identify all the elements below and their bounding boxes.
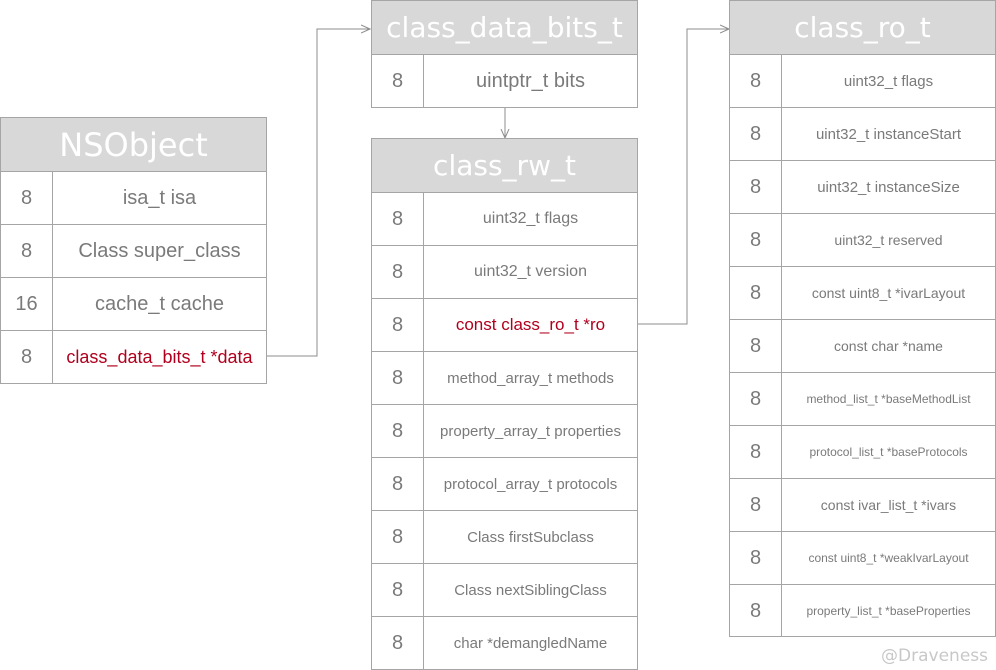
size-cell: 8 [730,426,782,478]
field-cell: property_array_t properties [440,422,621,440]
field-cell: Class super_class [78,239,241,262]
field-cell: property_list_t *baseProperties [806,604,971,618]
size-cell: 8 [372,352,424,404]
class-rw-row: 8 Class firstSubclass [372,511,637,564]
field-cell: uintptr_t bits [476,69,585,92]
size-cell: 8 [730,108,782,160]
class-rw-row: 8 property_array_t properties [372,405,637,458]
class-ro-row: 8 const ivar_list_t *ivars [730,479,995,532]
class-ro-row: 8 uint32_t instanceStart [730,108,995,161]
class-ro-row: 8 protocol_list_t *baseProtocols [730,426,995,479]
size-cell: 8 [730,373,782,425]
class-rw-row: 8 uint32_t version [372,246,637,299]
field-cell: Class firstSubclass [467,528,594,546]
class-ro-box: class_ro_t 8 uint32_t flags 8 uint32_t ins… [729,0,996,637]
field-cell: protocol_list_t *baseProtocols [809,445,968,459]
field-cell: const uint8_t *weakIvarLayout [808,551,969,565]
field-cell: char *demangledName [453,634,608,652]
class-rw-row: 8 uint32_t flags [372,193,637,246]
field-cell: uint32_t instanceSize [817,178,960,196]
size-cell: 8 [372,405,424,457]
nsobject-row: 8 isa_t isa [1,172,266,225]
size-cell: 8 [730,585,782,637]
class-rw-row: 8 Class nextSiblingClass [372,564,637,617]
field-cell: const char *name [834,338,943,354]
size-cell: 16 [1,278,53,330]
class-ro-row: 8 uint32_t flags [730,55,995,108]
field-cell-highlighted: const class_ro_t *ro [455,315,606,334]
size-cell: 8 [730,267,782,319]
field-cell: uint32_t version [474,263,587,280]
field-cell: uint32_t flags [482,210,579,227]
size-cell: 8 [730,161,782,213]
size-cell: 8 [1,225,53,277]
field-cell: protocol_array_t protocols [443,475,618,493]
field-cell: uint32_t flags [843,72,934,90]
size-cell: 8 [372,246,424,298]
size-cell: 8 [372,193,424,245]
nsobject-title: NSObject [1,118,266,172]
field-cell: method_list_t *baseMethodList [806,392,971,406]
class-ro-row: 8 method_list_t *baseMethodList [730,373,995,426]
class-ro-row: 8 property_list_t *baseProperties [730,585,995,637]
size-cell: 8 [372,511,424,563]
size-cell: 8 [372,617,424,669]
arrow-class-rw-to-class-ro [637,29,729,325]
size-cell: 8 [1,331,53,383]
field-cell: const ivar_list_t *ivars [820,497,957,513]
nsobject-row: 8 Class super_class [1,225,266,278]
size-cell: 8 [730,479,782,531]
size-cell: 8 [730,532,782,584]
class-ro-row: 8 const char *name [730,320,995,373]
field-cell: const uint8_t *ivarLayout [811,285,966,301]
field-cell-highlighted: class_data_bits_t *data [66,346,253,367]
class-ro-row: 8 uint32_t instanceSize [730,161,995,214]
class-ro-row: 8 const uint8_t *weakIvarLayout [730,532,995,585]
nsobject-row: 8 class_data_bits_t *data [1,331,266,383]
size-cell: 8 [730,55,782,107]
class-data-bits-title: class_data_bits_t [372,1,637,55]
field-cell: method_array_t methods [447,369,614,387]
field-cell: uint32_t reserved [834,232,943,248]
class-rw-row: 8 protocol_array_t protocols [372,458,637,511]
class-rw-title: class_rw_t [372,139,637,193]
size-cell: 8 [372,458,424,510]
field-cell: cache_t cache [95,292,224,315]
class-ro-row: 8 uint32_t reserved [730,214,995,267]
field-cell: uint32_t instanceStart [815,125,962,143]
size-cell: 8 [1,172,53,224]
class-rw-box: class_rw_t 8 uint32_t flags 8 uint32_t ver… [371,138,638,670]
class-rw-row: 8 char *demangledName [372,617,637,669]
size-cell: 8 [730,214,782,266]
class-rw-row: 8 const class_ro_t *ro [372,299,637,352]
size-cell: 8 [730,320,782,372]
size-cell: 8 [372,299,424,351]
arrow-nsobject-to-class-data-bits [266,29,370,357]
field-cell: Class nextSiblingClass [454,581,607,599]
nsobject-row: 16 cache_t cache [1,278,266,331]
watermark: @Draveness [881,646,988,666]
class-rw-row: 8 method_array_t methods [372,352,637,405]
class-data-bits-box: class_data_bits_t 8 uintptr_t bits [371,0,638,108]
field-cell: isa_t isa [122,186,197,209]
nsobject-box: NSObject 8 isa_t isa 8 Class super_class… [0,117,267,384]
size-cell: 8 [372,55,424,107]
class-ro-row: 8 const uint8_t *ivarLayout [730,267,995,320]
size-cell: 8 [372,564,424,616]
class-ro-title: class_ro_t [730,1,995,55]
class-data-bits-row: 8 uintptr_t bits [372,55,637,107]
